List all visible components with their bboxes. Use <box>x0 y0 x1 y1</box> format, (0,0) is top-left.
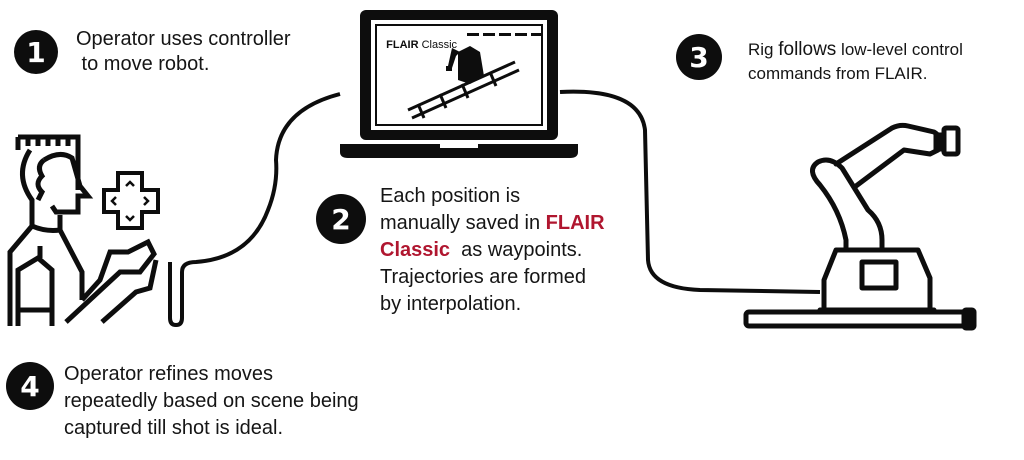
laptop-icon <box>340 10 578 158</box>
step-2-line-3-text: as waypoints. <box>450 239 583 261</box>
step-2-line-4: Trajectories are formed <box>380 266 586 288</box>
step-2-line-2-text: manually saved in <box>380 212 546 234</box>
step-3-line-2: commands from FLAIR. <box>748 64 928 83</box>
step-2-line-1: Each position is <box>380 185 521 207</box>
step-4-badge: 4 <box>6 362 54 410</box>
dpad-controller-icon <box>102 171 160 230</box>
flair-brand-text: FLAIR <box>545 212 605 234</box>
step-3-text: Rig follows low-level control commands f… <box>748 38 963 86</box>
classic-brand-text: Classic <box>380 239 451 261</box>
step-3-badge: 3 <box>676 34 722 80</box>
step-1-badge: 1 <box>14 30 58 74</box>
step-2-line-2: manually saved in FLAIR <box>380 210 605 237</box>
step-1-line-1: Operator uses controller <box>76 28 291 50</box>
step-1-number: 1 <box>26 35 46 69</box>
step-1-text: Operator uses controller to move robot. <box>76 27 291 77</box>
cable-laptop-to-robot <box>559 89 821 294</box>
cable-controller-to-laptop <box>168 92 341 328</box>
step-3-line-1-c: low-level control <box>836 40 963 59</box>
step-4-line-3: captured till shot is ideal. <box>64 417 284 439</box>
step-2-text: Each position is manually saved in FLAIR… <box>380 183 605 318</box>
step-3-line-1: Rig follows low-level control <box>748 38 963 62</box>
step-2-line-5: by interpolation. <box>380 293 522 315</box>
step-4-line-1: Operator refines moves <box>64 363 273 385</box>
step-3-line-1-a: Rig <box>748 40 779 59</box>
step-1-line-2: to move robot. <box>76 53 210 75</box>
step-2-badge: 2 <box>316 194 366 244</box>
step-2-line-3: Classic as waypoints. <box>380 237 605 264</box>
step-4-line-2: repeatedly based on scene being <box>64 390 359 412</box>
laptop-screen-title-regular: Classic <box>418 39 458 51</box>
laptop-screen-title: FLAIR Classic <box>380 27 457 51</box>
step-3-line-1-b: follows <box>778 39 837 60</box>
step-2-number: 2 <box>331 202 351 236</box>
operator-person-icon <box>7 134 159 326</box>
robot-arm-on-rail-icon <box>743 122 977 331</box>
laptop-screen-title-bold: FLAIR <box>386 39 419 51</box>
step-4-text: Operator refines moves repeatedly based … <box>64 361 359 442</box>
step-4-number: 4 <box>20 369 40 403</box>
step-3-number: 3 <box>689 40 709 74</box>
